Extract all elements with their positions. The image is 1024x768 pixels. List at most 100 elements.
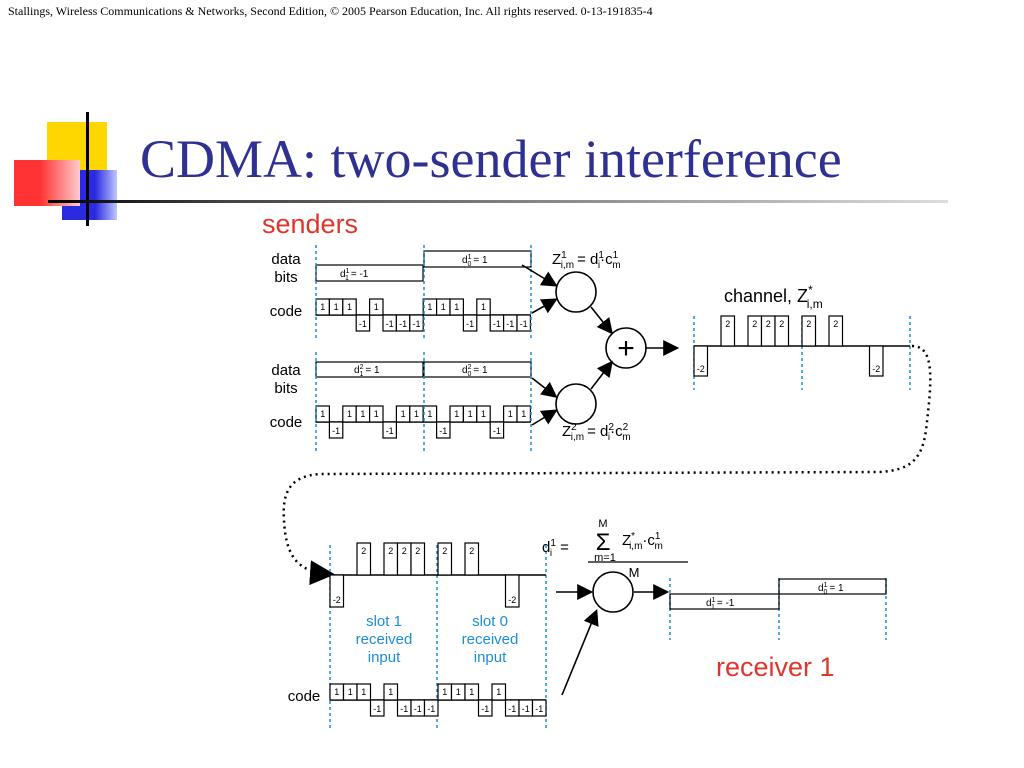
receiver-code-chip-14-label: -1 (508, 704, 516, 714)
receiver-code-chip-16 (531, 699, 547, 717)
receiver-input-chip-9 (437, 542, 453, 576)
sender1-code-chip-4-label: -1 (359, 319, 367, 329)
sender1-code-chip-11 (449, 298, 464, 316)
sender2-code-chip-2-label: -1 (332, 426, 340, 436)
channel-chip-9 (801, 315, 817, 347)
channel-chip-11 (828, 315, 844, 347)
sender2-code-chip-3-label: 1 (347, 409, 352, 419)
senders-heading: senders (262, 209, 358, 239)
sender2-code-chip-14 (489, 421, 505, 439)
receiver-input-chip-7 (410, 542, 426, 576)
sender1-code-chip-1-label: 1 (320, 302, 325, 312)
sender1-multiplier (555, 271, 597, 313)
sender2-code-chip-2 (328, 421, 344, 439)
sender1-code-chip-2-label: 1 (334, 302, 339, 312)
sender1-code-chip-8-label: -1 (412, 319, 420, 329)
sender1-bit-slot1-box (315, 264, 424, 282)
sender2-code-label: code (270, 414, 303, 431)
channel-chip-1-label: -2 (697, 364, 705, 374)
sender1-code-chip-15-label: -1 (506, 319, 514, 329)
receiver-input-chip-5-label: 2 (388, 546, 393, 556)
sender1-code-chip-4 (355, 314, 371, 332)
receiver-sum-symbol: Σ (596, 529, 611, 556)
sender1-code-chip-5-label: 1 (374, 302, 379, 312)
sender2-code-chip-13 (476, 405, 491, 423)
slot0-received-label-line2: received (462, 631, 519, 648)
receiver-code-chip-8-label: -1 (427, 704, 435, 714)
sender1-data-label: data (271, 251, 301, 268)
receiver-multiplier (592, 571, 634, 613)
receiver-code-chip-3 (356, 683, 372, 701)
sender2-code-chip-10 (436, 421, 451, 439)
vertical-rule-decoration (86, 112, 89, 226)
sender2-code-chip-7-label: 1 (401, 409, 406, 419)
sender1-code-chip-10-label: 1 (441, 302, 446, 312)
channel-chip-6-label: 2 (766, 319, 771, 329)
receiver-code-label: code (288, 688, 321, 705)
sender2-code-chip-1-label: 1 (320, 409, 325, 419)
receiver-code-chip-1-label: 1 (334, 687, 339, 697)
slot0-received-label-line1: slot 0 (472, 613, 508, 630)
sender1-code-chip-3 (342, 298, 357, 316)
receiver-code-chip-3-label: 1 (361, 687, 366, 697)
receiver-sum-upper-limit: M (598, 518, 607, 530)
receiver-input-chip-9-label: 2 (442, 546, 447, 556)
sender2-code-chip-8-label: 1 (414, 409, 419, 419)
sender2-code-chip-13-label: 1 (481, 409, 486, 419)
channel-chip-3 (720, 315, 736, 347)
sender1-code-chip-11-label: 1 (454, 302, 459, 312)
receiver-code-chip-11-label: 1 (469, 687, 474, 697)
sender2-code-chip-10-label: -1 (439, 426, 447, 436)
receiver-sum-lower-limit: m=1 (594, 552, 616, 564)
receiver-input-chip-1-label: -2 (333, 595, 341, 605)
sender1-code-label: code (270, 303, 303, 320)
slot1-received-label-line1: slot 1 (366, 613, 402, 630)
channel-chip-14-label: -2 (872, 364, 880, 374)
receiver-input-chip-6-label: 2 (402, 546, 407, 556)
receiver-code-chip-7-label: -1 (414, 704, 422, 714)
sender1-code-chip-9-label: 1 (427, 302, 432, 312)
sender2-code-chip-16-label: 1 (521, 409, 526, 419)
sender2-code-chip-6-label: -1 (386, 426, 394, 436)
receiver-input-chip-3 (356, 542, 372, 576)
channel-chip-7 (774, 315, 790, 347)
sender1-code-chip-16-label: -1 (520, 319, 528, 329)
receiver-code-chip-8 (423, 699, 439, 717)
channel-to-receiver-dotted-path (282, 344, 932, 586)
receiver-bit-slot1-box (669, 593, 780, 610)
slot1-received-label-line3: input (368, 649, 401, 666)
channel-chip-1 (693, 345, 709, 377)
receiver-code-chip-12-label: -1 (481, 704, 489, 714)
receiver-code-chip-16-label: -1 (535, 704, 543, 714)
receiver-bit-slot0-box (778, 578, 887, 595)
receiver-arrows (556, 584, 670, 696)
channel-label: channel, Z*i,m (724, 283, 823, 311)
channel-chip-7-label: 2 (779, 319, 784, 329)
sender1-code-chip-8 (409, 314, 424, 332)
receiver-code-chip-13-label: 1 (496, 687, 501, 697)
receiver-code-chip-4-label: -1 (373, 704, 381, 714)
slot1-received-label-line2: received (356, 631, 413, 648)
receiver-code-chip-15-label: -1 (522, 704, 530, 714)
sender-slot-dividers (315, 245, 532, 452)
receiver-code-chip-4 (369, 699, 385, 717)
sender2-multiplier (555, 383, 597, 425)
sender2-code-chip-9-label: 1 (427, 409, 432, 419)
sender2-code-chip-14-label: -1 (493, 426, 501, 436)
receiver-input-chip-7-label: 2 (415, 546, 420, 556)
receiver-code-chip-13 (491, 683, 507, 701)
receiver-input-chip-1 (329, 574, 345, 608)
sender1-code-chip-3-label: 1 (347, 302, 352, 312)
sender2-code-chip-9 (422, 405, 438, 423)
sender2-code-chip-12-label: 1 (468, 409, 473, 419)
